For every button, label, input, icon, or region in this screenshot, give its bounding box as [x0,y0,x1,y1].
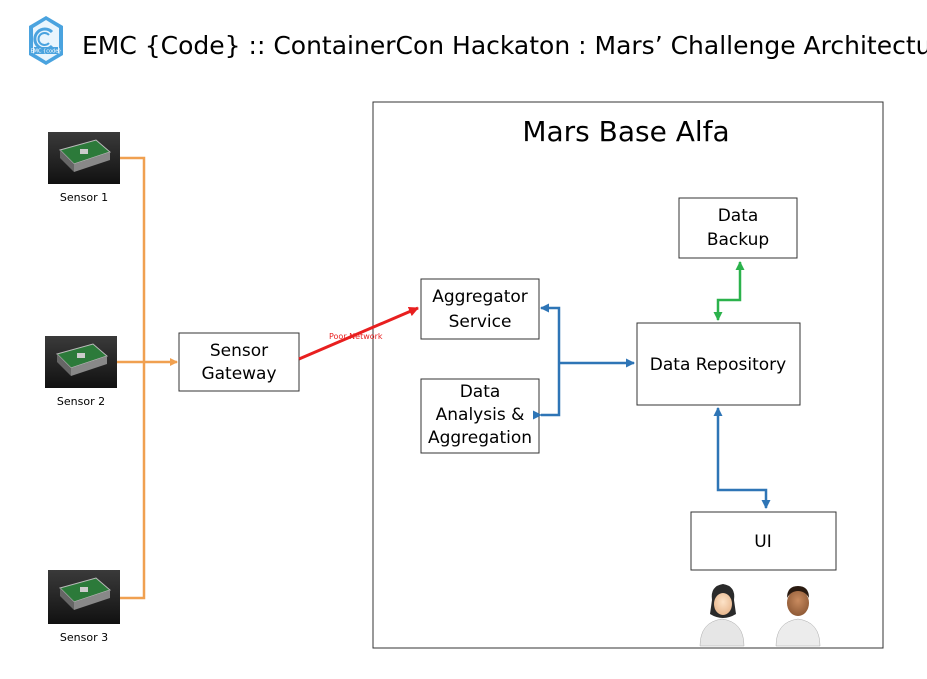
aggregator-line-2: Service [449,312,512,332]
gateway-line-1: Sensor [210,341,268,361]
backup-line-1: Data [718,206,759,226]
female-user-icon [699,584,745,647]
repository-backup-arrow [713,261,745,321]
data-analysis-box: Data Analysis & Aggregation [420,378,540,454]
male-user-icon [775,586,821,647]
raspberry-pi-board-icon [45,336,117,388]
repository-label: Data Repository [650,355,786,375]
sensor-links [117,156,178,600]
ui-label: UI [754,532,771,552]
repository-ui-arrow [713,407,771,509]
logo-text: EMC {code} [31,49,62,55]
poor-network-arrow [298,306,419,361]
mars-base-title: Mars Base Alfa [522,115,729,148]
backup-line-2: Backup [707,230,769,250]
sensor-gateway-box: Sensor Gateway [178,332,300,392]
page-title: EMC {Code} :: ContainerCon Hackaton : Ma… [82,31,927,60]
sensor-2: Sensor 2 [45,336,117,408]
sensor-3: Sensor 3 [48,570,120,644]
analysis-line-2: Analysis & [436,405,525,425]
sensor-label: Sensor 1 [60,191,108,204]
poor-network-label: Poor Network [329,332,383,341]
analysis-line-1: Data [460,382,501,402]
aggregator-analysis-bracket [533,303,561,420]
raspberry-pi-board-icon [48,132,120,184]
sensor-label: Sensor 3 [60,631,108,644]
aggregator-service-box: Aggregator Service [420,278,540,340]
ui-box: UI [690,511,837,571]
sensor-1: Sensor 1 [48,132,120,204]
sensor-label: Sensor 2 [57,395,105,408]
sensor-bus-line [120,156,146,600]
emc-code-logo: EMC {code} [29,16,63,65]
raspberry-pi-board-icon [48,570,120,624]
data-repository-box: Data Repository [636,322,801,406]
data-backup-box: Data Backup [678,197,798,259]
internal-links [533,303,771,509]
gateway-line-2: Gateway [201,364,276,384]
aggregator-line-1: Aggregator [432,287,528,307]
analysis-line-3: Aggregation [428,428,532,448]
